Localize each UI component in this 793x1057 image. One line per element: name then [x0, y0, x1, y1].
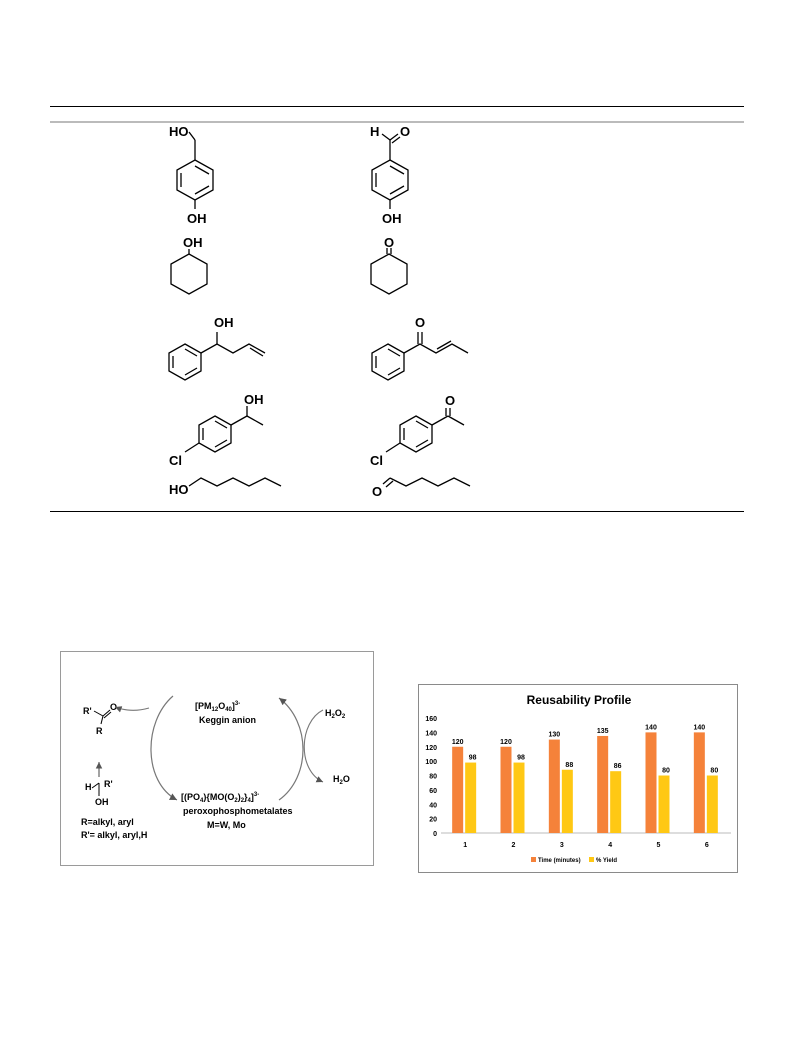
- catalytic-cycle-diagram: R' O R H R' OH [PM12O40]3- Keggin anion …: [81, 695, 350, 840]
- data-label: 86: [614, 763, 622, 770]
- atom-label: O: [384, 235, 394, 250]
- right-cycle-arrow: [278, 697, 304, 801]
- y-tick-label: 80: [429, 774, 437, 781]
- bar-time: [548, 739, 560, 833]
- reusability-chart-plot: Reusability Profile 02040608010012014016…: [425, 693, 731, 864]
- bar-time: [693, 732, 705, 833]
- atom-label: HO: [169, 124, 189, 139]
- label-r-prime: R': [83, 706, 92, 716]
- x-tick-label: 3: [560, 842, 564, 849]
- structure-4-hydroxybenzyl-alcohol: HO OH: [169, 124, 214, 226]
- y-tick-label: 40: [429, 802, 437, 809]
- structure-1-4-chlorophenyl-ethanol: OH Cl: [169, 392, 264, 468]
- legend-swatch: [589, 857, 594, 862]
- peroxo-formula: [(PO4){MO(O2)2}4]3-: [181, 792, 259, 804]
- bar-yield: [561, 769, 573, 833]
- y-tick-label: 0: [433, 831, 437, 838]
- atom-label: OH: [187, 211, 207, 226]
- x-tick-label: 5: [657, 842, 661, 849]
- y-tick-label: 160: [425, 716, 437, 723]
- atom-label: O: [400, 124, 410, 139]
- label-oh: OH: [95, 797, 109, 807]
- bar-yield: [706, 775, 718, 833]
- structure-cyclohexanone: O: [370, 235, 408, 295]
- bar-time: [500, 746, 512, 833]
- bar-time: [452, 746, 464, 833]
- structure-1-phenylbut-3-en-1-ol: OH: [168, 315, 266, 381]
- atom-label: HO: [169, 482, 189, 497]
- bar-yield: [465, 762, 477, 833]
- atom-label: OH: [382, 211, 402, 226]
- x-tick-label: 4: [608, 842, 612, 849]
- y-tick-label: 140: [425, 730, 437, 737]
- data-label: 130: [548, 732, 560, 739]
- label-o: O: [110, 702, 117, 712]
- data-label: 140: [693, 724, 705, 731]
- legend-swatch: [531, 857, 536, 862]
- atom-label: O: [415, 315, 425, 330]
- structure-cyclohexanol: OH: [170, 235, 208, 295]
- bar-yield: [610, 771, 622, 833]
- y-tick-label: 60: [429, 788, 437, 795]
- oxidant-arrow: [303, 709, 324, 783]
- structure-4-chloroacetophenone: O Cl: [370, 393, 465, 468]
- atom-label: H: [370, 124, 379, 139]
- left-cycle-arrow: [150, 695, 178, 801]
- bar-time: [597, 735, 609, 833]
- x-tick-label: 2: [512, 842, 516, 849]
- table-bottom-rule: [50, 511, 744, 512]
- product-arrow: [114, 706, 150, 713]
- bar-yield: [513, 762, 525, 833]
- metal-definition: M=W, Mo: [207, 820, 246, 830]
- label-r-prime-2: R': [104, 779, 113, 789]
- chart-title: Reusability Profile: [527, 693, 632, 707]
- peroxo-name: peroxophosphometalates: [183, 806, 293, 816]
- atom-label: O: [372, 484, 382, 499]
- atom-label: OH: [183, 235, 203, 250]
- data-label: 135: [597, 728, 609, 735]
- table-header-rule: [50, 121, 744, 123]
- atom-label: Cl: [370, 453, 383, 468]
- h2o-label: H2O: [333, 774, 350, 786]
- bar-yield: [658, 775, 670, 833]
- data-label: 98: [517, 755, 525, 762]
- legend-label: Time (minutes): [538, 858, 581, 864]
- keggin-formula: [PM12O40]3-: [195, 701, 240, 713]
- data-label: 98: [469, 755, 477, 762]
- table-top-rule: [50, 106, 744, 107]
- r-definition: R=alkyl, aryl: [81, 817, 134, 827]
- data-label: 88: [565, 762, 573, 769]
- label-h: H: [85, 782, 92, 792]
- data-label: 80: [710, 768, 718, 775]
- structure-4-hydroxybenzaldehyde: H O OH: [370, 124, 410, 226]
- catalytic-cycle-scheme: R' O R H R' OH [PM12O40]3- Keggin anion …: [60, 651, 374, 866]
- structure-hexanal: O: [372, 477, 471, 499]
- x-tick-label: 1: [463, 842, 467, 849]
- structure-hexan-1-ol: HO: [169, 477, 282, 497]
- legend-label: % Yield: [596, 858, 617, 864]
- structure-1-phenylbut-2-en-1-one: O: [371, 315, 469, 381]
- data-label: 140: [645, 724, 657, 731]
- label-r: R: [96, 726, 103, 736]
- keggin-name: Keggin anion: [199, 715, 256, 725]
- data-label: 120: [500, 739, 512, 746]
- h2o2-label: H2O2: [325, 708, 346, 720]
- y-tick-label: 100: [425, 759, 437, 766]
- data-label: 80: [662, 768, 670, 775]
- atom-label: Cl: [169, 453, 182, 468]
- atom-label: OH: [244, 392, 264, 407]
- y-tick-label: 120: [425, 745, 437, 752]
- rprime-definition: R'= alkyl, aryl,H: [81, 830, 147, 840]
- x-tick-label: 6: [705, 842, 709, 849]
- y-tick-label: 20: [429, 817, 437, 824]
- atom-label: O: [445, 393, 455, 408]
- bar-time: [645, 732, 657, 833]
- data-label: 120: [452, 739, 464, 746]
- atom-label: OH: [214, 315, 234, 330]
